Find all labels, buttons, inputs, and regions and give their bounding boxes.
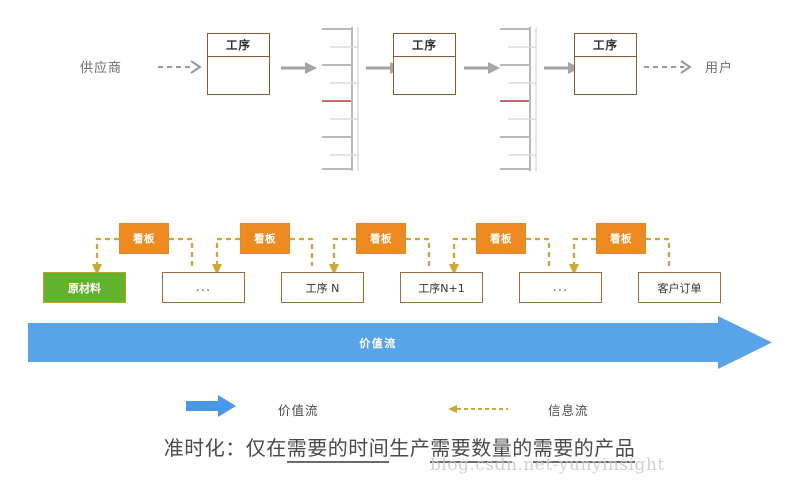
caption-segment-time: 需要的时间 [286,436,390,463]
process-box-2-body [394,57,455,117]
caption-mid-1: 生产 [389,436,431,460]
kanban-card-4[interactable]: 看板 [476,223,526,254]
flow-box-process-n[interactable]: 工序 N [281,272,364,303]
caption: 准时化：仅在需要的时间生产需要数量的需要的产品 [0,432,799,463]
push-arrow-3 [464,60,502,74]
process-box-2-label: 工序 [394,34,455,57]
inventory-rack-1 [322,25,362,173]
customer-label: 用户 [705,61,734,76]
inventory-rack-2 [500,25,540,173]
process-box-2: 工序 [393,33,456,95]
process-box-1: 工序 [207,33,270,95]
flow-box-raw-material[interactable]: 原材料 [43,272,126,303]
kanban-card-1[interactable]: 看板 [119,223,169,254]
process-box-3-label: 工序 [575,34,636,57]
value-stream-arrow-label: 价值流 [359,336,397,350]
supplier-to-process-dashed-arrow [158,60,206,74]
watermark: blog.csdn.net-yunyinsight [430,455,665,475]
value-stream-arrow: 价值流 [28,316,772,369]
flow-box-ellipsis-1[interactable]: ... [162,272,245,303]
process-box-3-body [575,57,636,117]
caption-mid-2: 的 [512,436,533,460]
kanban-card-5[interactable]: 看板 [596,223,646,254]
process-box-1-label: 工序 [208,34,269,57]
flow-box-customer-order[interactable]: 客户订单 [638,272,721,303]
process-to-customer-dashed-arrow [644,60,696,74]
legend-information-flow-swatch [448,400,510,419]
legend-value-stream-swatch [186,394,238,422]
process-box-3: 工序 [574,33,637,95]
flow-box-process-n-plus-1[interactable]: 工序N+1 [400,272,483,303]
caption-segment-quantity: 需要数量 [430,436,513,463]
kanban-card-2[interactable]: 看板 [240,223,290,254]
push-arrow-1 [281,60,319,74]
flow-box-ellipsis-2[interactable]: ... [519,272,602,303]
legend-information-flow-label: 信息流 [548,403,589,418]
process-box-1-body [208,57,269,117]
kanban-card-3[interactable]: 看板 [356,223,406,254]
supplier-label: 供应商 [80,61,123,76]
caption-prefix: 准时化：仅在 [163,436,287,460]
caption-segment-product: 需要的产品 [532,436,636,463]
legend-value-stream-label: 价值流 [278,403,319,418]
